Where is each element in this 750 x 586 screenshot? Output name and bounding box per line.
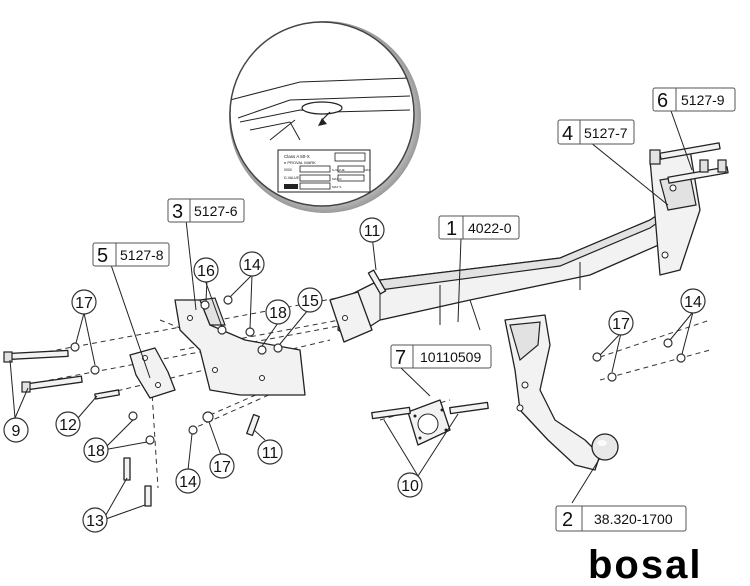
plate-row3: S-VALUE — [332, 168, 345, 172]
callout-7: 7 10110509 — [390, 344, 492, 369]
svg-text:16: 16 — [197, 263, 215, 280]
plate-row2: D-VALUE — [284, 176, 300, 180]
svg-text:17: 17 — [213, 459, 231, 476]
plate-line2: e PROVAL MARK — [284, 160, 316, 165]
callout-1-number: 1 — [446, 218, 457, 240]
callout-5: 5 5127-8 — [92, 242, 170, 267]
plate-line1: Class A 50-X — [284, 154, 310, 159]
id-plate: Class A 50-X e PROVAL MARK 0000 D-VALUE … — [277, 149, 371, 193]
small-bracket-part-5 — [129, 347, 176, 399]
svg-text:14: 14 — [179, 474, 197, 491]
num-17-left: 17 — [71, 289, 97, 315]
svg-text:13: 13 — [86, 513, 104, 530]
callout-4: 4 5127-7 — [557, 119, 635, 145]
num-15: 15 — [297, 287, 323, 313]
callout-7-code: 10110509 — [420, 349, 481, 365]
callout-2-number: 2 — [562, 509, 573, 531]
callout-1-code: 4022-0 — [468, 220, 512, 236]
svg-text:17: 17 — [612, 316, 630, 333]
inset-detail: Class A 50-X e PROVAL MARK 0000 D-VALUE … — [229, 21, 421, 213]
callout-6-number: 6 — [657, 90, 668, 112]
num-17-right: 17 — [608, 310, 634, 336]
callout-3: 3 5127-6 — [167, 198, 245, 223]
num-18-left: 18 — [83, 437, 109, 463]
callout-2: 2 38.320-1700 — [555, 505, 687, 532]
num-14-right: 14 — [680, 288, 706, 314]
crossbar-part-1 — [329, 142, 729, 343]
svg-text:18: 18 — [269, 305, 287, 322]
callout-1: 1 4022-0 — [438, 215, 520, 240]
svg-text:11: 11 — [262, 445, 279, 462]
num-14-bottom: 14 — [175, 468, 201, 494]
svg-text:14: 14 — [684, 294, 702, 311]
callout-3-number: 3 — [172, 201, 183, 223]
callout-3-code: 5127-6 — [194, 203, 238, 219]
leader-lines — [9, 107, 694, 521]
tow-ball — [591, 433, 619, 461]
num-13: 13 — [82, 507, 108, 533]
num-12: 12 — [55, 411, 81, 437]
svg-text:10: 10 — [401, 478, 419, 495]
num-17-bottom: 17 — [209, 453, 235, 479]
svg-text:9: 9 — [12, 423, 21, 440]
plate-row4: MAX D — [332, 177, 342, 181]
num-11-bottom: 11 — [257, 439, 283, 465]
bosal-logo: bosal — [588, 543, 702, 586]
num-14-top: 14 — [239, 251, 265, 277]
callout-4-code: 5127-7 — [584, 125, 628, 141]
svg-text:15: 15 — [301, 293, 319, 310]
hardware — [3, 269, 686, 507]
num-10: 10 — [397, 472, 423, 498]
svg-text:12: 12 — [59, 417, 77, 434]
callout-7-number: 7 — [395, 347, 406, 369]
num-11-top: 11 — [359, 217, 385, 243]
callout-6: 6 5127-9 — [652, 87, 736, 112]
callout-6-code: 5127-9 — [681, 92, 725, 108]
num-18-top: 18 — [265, 299, 291, 325]
num-9: 9 — [3, 417, 29, 443]
callout-5-code: 5127-8 — [120, 247, 164, 263]
callout-5-number: 5 — [97, 245, 108, 267]
svg-text:14: 14 — [243, 257, 261, 274]
svg-text:17: 17 — [75, 295, 93, 312]
tow-neck-part-2 — [504, 314, 619, 471]
plate-row1: 0000 — [284, 168, 292, 172]
right-bolts — [649, 142, 729, 184]
brand-wordmark: bosal — [588, 543, 702, 586]
num-16: 16 — [193, 257, 219, 283]
plate-row6: MAX — [364, 168, 371, 172]
svg-text:18: 18 — [87, 443, 105, 460]
socket-plate-part-7 — [371, 399, 489, 446]
plate-slot — [301, 101, 343, 115]
plate-row5: MAX S — [332, 185, 341, 189]
callout-4-number: 4 — [562, 123, 573, 145]
svg-text:11: 11 — [364, 223, 381, 240]
callout-2-code: 38.320-1700 — [594, 511, 673, 527]
